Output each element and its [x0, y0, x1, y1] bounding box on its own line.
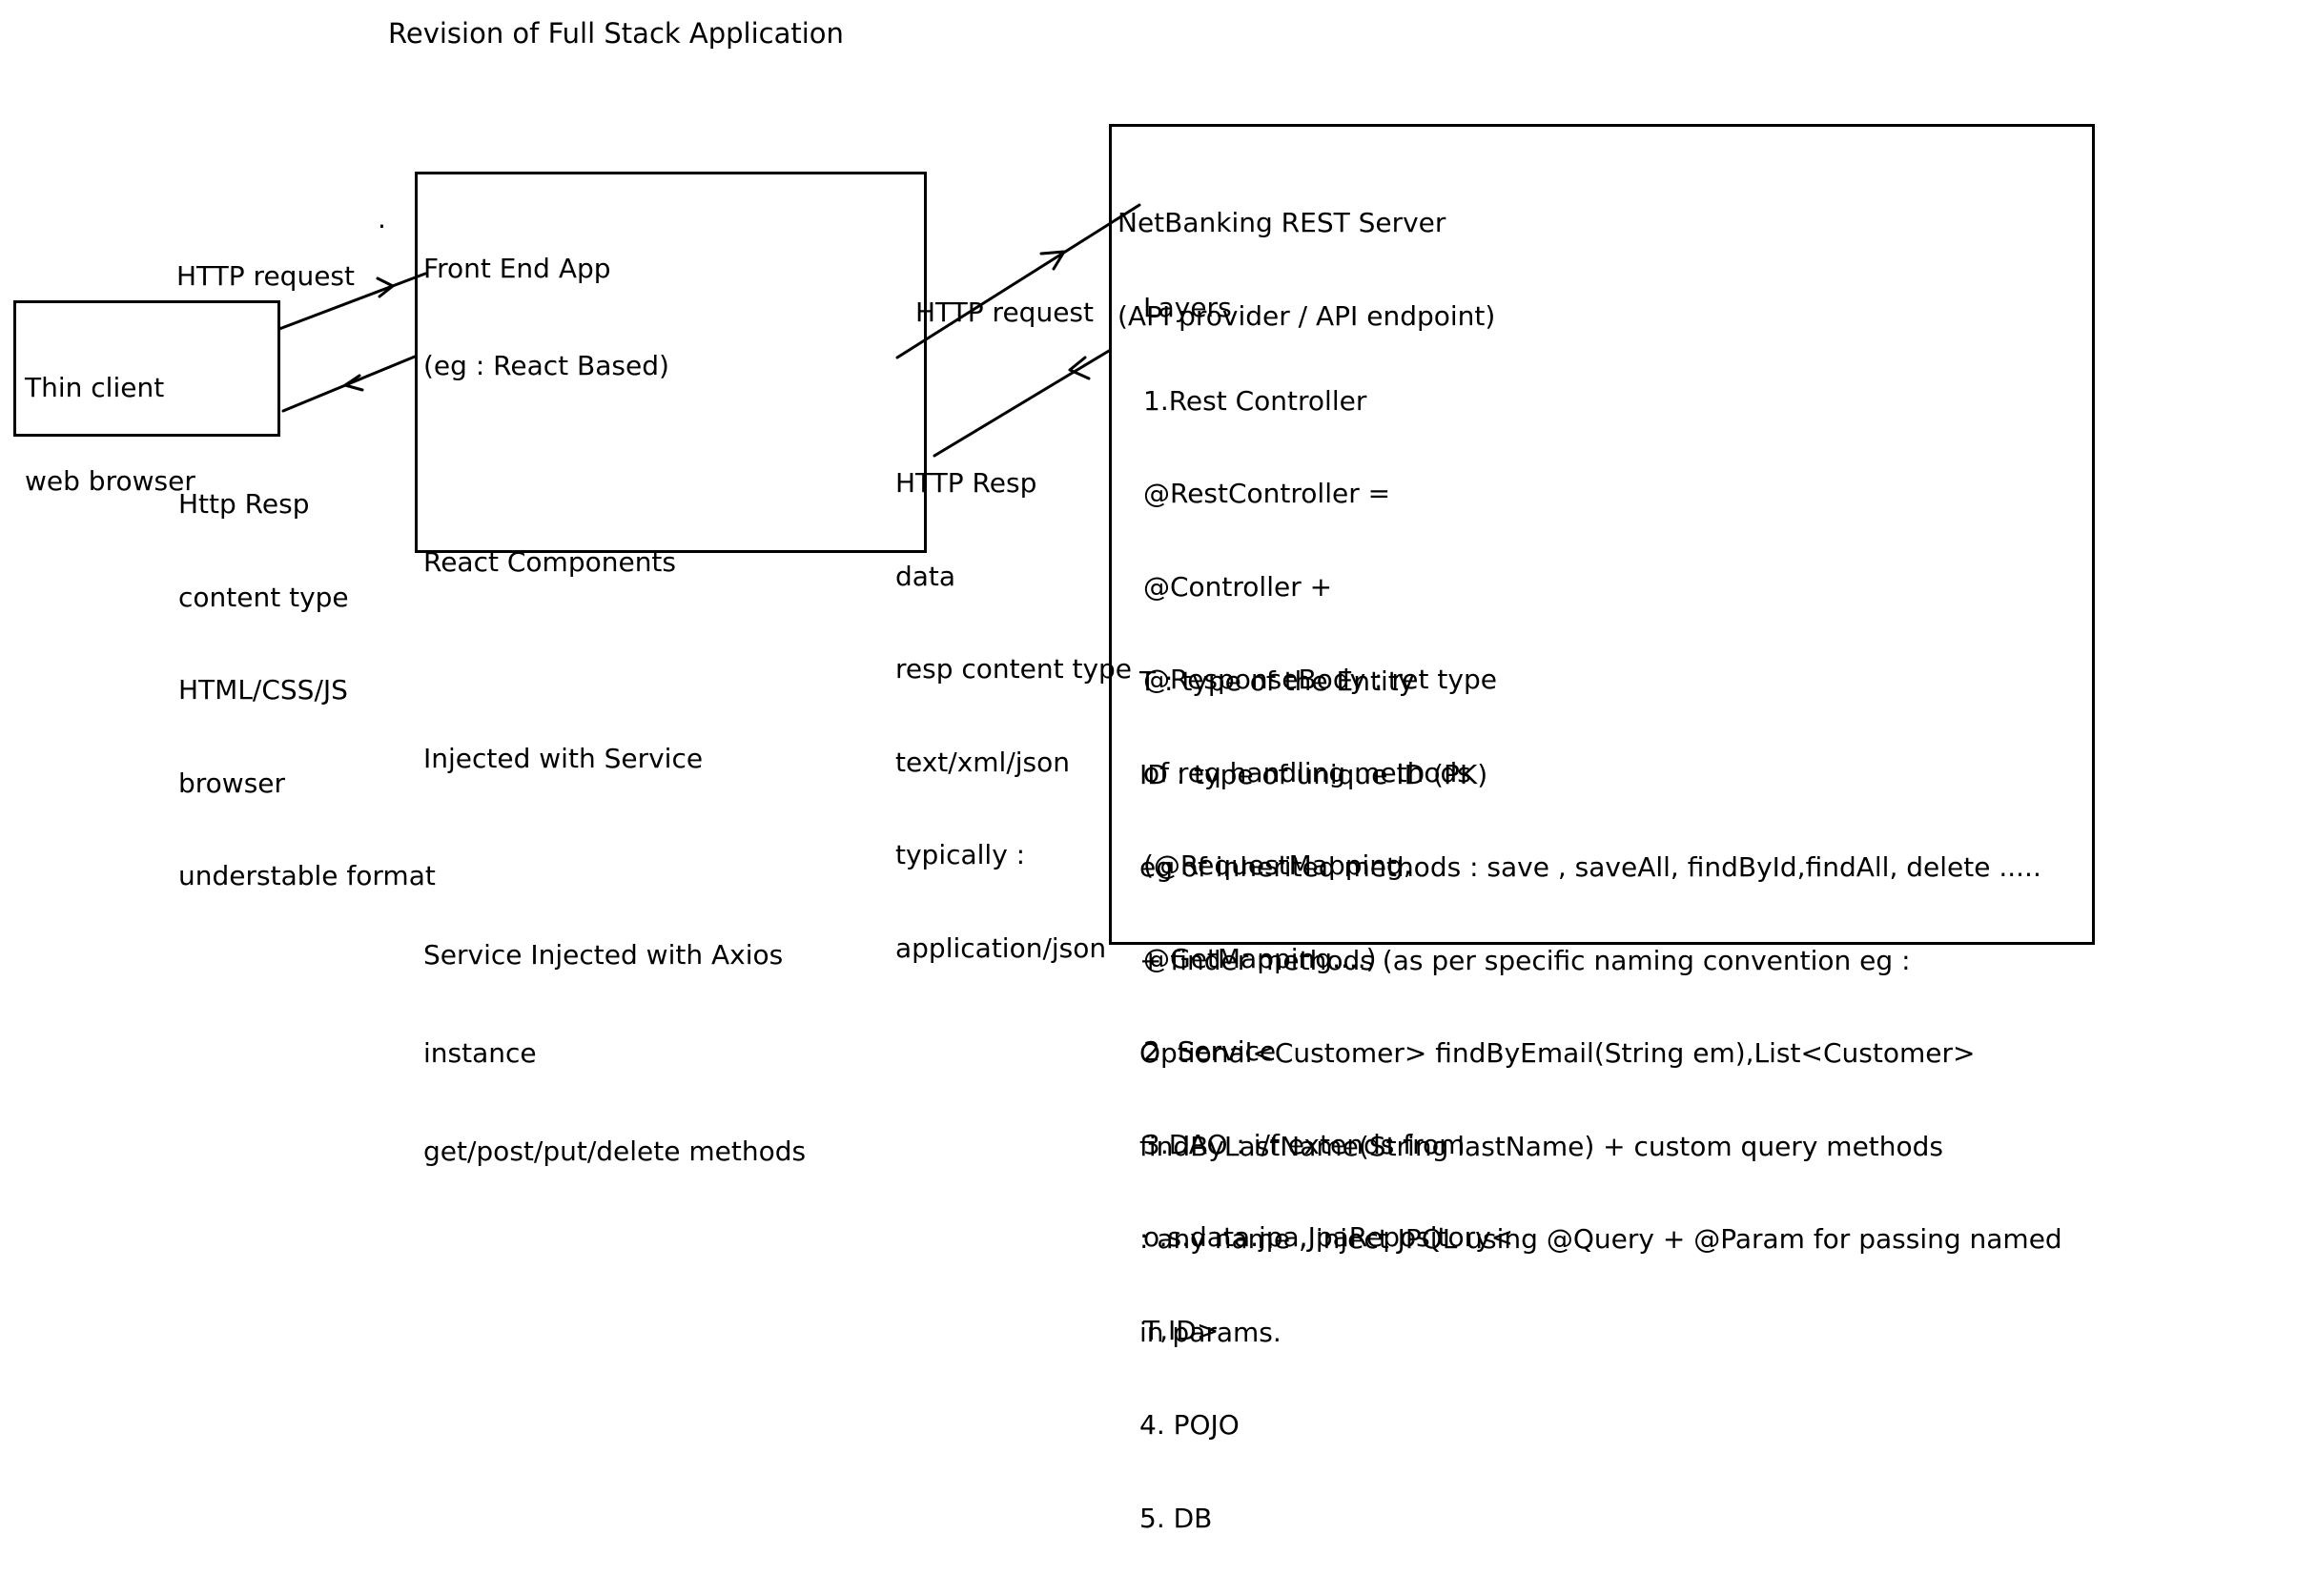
server-response-arrowhead	[1068, 356, 1091, 380]
rest-server-header-line: NetBanking REST Server	[1117, 207, 1446, 238]
layer-line: @Controller +	[1143, 570, 1333, 603]
client-response-line: browser	[178, 767, 286, 799]
server-response-line: text/xml/json	[895, 746, 1070, 778]
layer-line: @RestController =	[1143, 478, 1391, 509]
detail-line: eg of inherited methods : save , saveAll…	[1139, 851, 2041, 883]
detail-line: ID : type of unique ID (PK)	[1139, 758, 1488, 790]
front-end-line: React Components	[423, 546, 677, 579]
rest-server-box	[1109, 124, 2095, 945]
layer-line: @GetMapping....)	[1143, 942, 1377, 974]
layer-line: 1.Rest Controller	[1143, 384, 1367, 417]
server-response-line: application/json	[895, 931, 1107, 964]
detail-line: 5. DB	[1139, 1502, 1213, 1534]
thin-client-line: web browser	[25, 464, 195, 497]
layer-line: @ResponseBody : ret type	[1143, 664, 1497, 695]
layer-line: Layers	[1143, 292, 1232, 323]
thin-client-box	[13, 300, 280, 437]
server-response-line: data	[895, 560, 956, 592]
detail-line: Optional<Customer> findByEmail(String em…	[1139, 1037, 1976, 1069]
front-end-line: (eg : React Based)	[423, 350, 669, 382]
client-response-arrowhead	[343, 374, 364, 392]
client-response-line: HTML/CSS/JS	[178, 674, 348, 706]
front-end-line: Service Injected with Axios	[423, 938, 784, 971]
front-end-line: Front End App	[423, 252, 611, 284]
client-response-label: Http Resp content type HTML/CSS/JS brows…	[178, 427, 436, 954]
detail-line: 4. POJO	[1139, 1409, 1240, 1441]
detail-line: in params.	[1139, 1316, 1282, 1348]
front-end-line: instance	[423, 1036, 537, 1069]
thin-client-line: Thin client	[25, 372, 165, 403]
detail-line: + finder methods (as per specific naming…	[1139, 944, 1911, 976]
client-response-line: Http Resp	[178, 488, 310, 520]
server-response-line: HTTP Resp	[895, 467, 1037, 499]
detail-line: findByLastName(String lastName) + custom…	[1139, 1130, 1944, 1162]
layer-line: of req handling methods	[1143, 756, 1471, 788]
server-request-arrowhead	[1039, 250, 1066, 271]
front-end-line: get/post/put/delete methods	[423, 1135, 807, 1167]
layer-line: (@RequestMapping,	[1143, 849, 1412, 881]
detail-line: T : type of the Entity	[1139, 665, 1415, 697]
client-request-label: HTTP request	[176, 260, 355, 292]
client-response-line: understable format	[178, 860, 436, 891]
thin-client-label: Thin client web browser	[25, 311, 195, 559]
front-end-app-text: Front End App (eg : React Based) React C…	[423, 187, 806, 1234]
client-request-arrowhead	[376, 276, 395, 298]
detail-line: : any name , inject JPQL using @Query + …	[1139, 1223, 2062, 1255]
front-end-app-box	[415, 172, 927, 553]
front-end-line	[423, 448, 806, 481]
server-response-line: resp content type	[895, 653, 1133, 685]
server-response-line: typically :	[895, 839, 1026, 870]
front-end-line	[423, 841, 806, 873]
client-response-arrow	[281, 355, 417, 413]
diagram-title: Revision of Full Stack Application	[388, 17, 844, 50]
stray-dot: .	[378, 203, 386, 235]
rest-server-details: T : type of the Entity ID : type of uniq…	[1139, 604, 2062, 1596]
server-request-arrow	[895, 203, 1141, 359]
server-response-label: HTTP Resp data resp content type text/xm…	[895, 406, 1132, 1026]
client-response-line: content type	[178, 581, 349, 613]
server-request-label: HTTP request	[915, 297, 1094, 328]
front-end-line: Injected with Service	[423, 743, 704, 775]
front-end-line	[423, 645, 806, 677]
diagram-canvas: Revision of Full Stack Application Thin …	[13, 17, 2095, 1533]
